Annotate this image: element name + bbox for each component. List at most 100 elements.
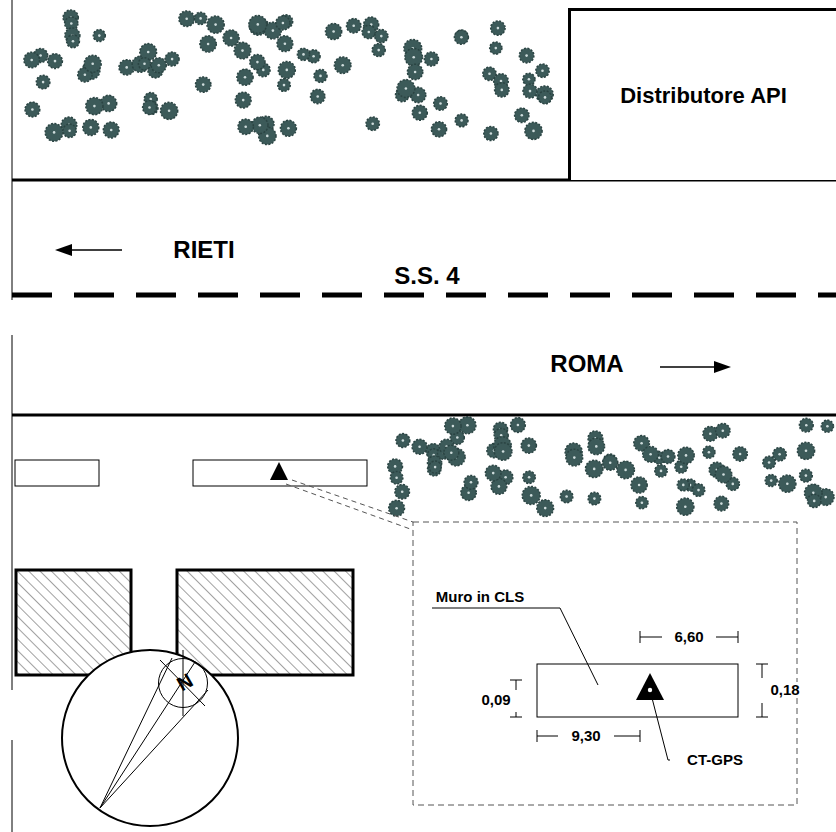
tree xyxy=(678,447,694,463)
tree-center xyxy=(609,461,612,464)
tree xyxy=(434,97,448,111)
wall xyxy=(193,460,367,486)
tree-center xyxy=(377,49,380,52)
tree-center xyxy=(90,126,93,129)
tree xyxy=(714,496,729,511)
tree xyxy=(490,42,502,54)
dimension-line xyxy=(614,736,640,737)
tree-cluster xyxy=(24,10,834,517)
tree-center xyxy=(341,64,344,67)
tree xyxy=(821,420,833,432)
dimension-tick xyxy=(510,717,522,718)
tree xyxy=(511,418,526,433)
tree xyxy=(424,52,438,66)
tree-center xyxy=(658,456,661,459)
tree-center xyxy=(371,122,374,125)
tree-center xyxy=(682,484,685,487)
tree xyxy=(560,490,573,503)
tree-center xyxy=(529,90,532,93)
node-text: N xyxy=(172,670,193,697)
tree-center xyxy=(284,42,287,45)
dimension: 9,30 xyxy=(568,728,603,745)
tree xyxy=(347,19,361,33)
frame-line xyxy=(12,0,13,300)
tree xyxy=(733,447,747,461)
arrowhead xyxy=(55,244,72,256)
tree-center xyxy=(202,83,205,86)
tree-center xyxy=(497,27,500,30)
tree-center xyxy=(595,445,598,448)
tree-center xyxy=(813,500,816,503)
tree-center xyxy=(460,36,463,39)
inset-leader xyxy=(286,484,413,530)
tree-center xyxy=(68,130,71,133)
tree xyxy=(692,484,705,497)
tree-center xyxy=(272,29,275,32)
tree-center xyxy=(395,507,398,510)
tree xyxy=(779,475,796,492)
tree xyxy=(388,459,403,474)
tree xyxy=(277,36,293,52)
direction-arrow xyxy=(660,366,718,368)
tree xyxy=(165,52,179,66)
tree xyxy=(67,35,80,48)
frame-line xyxy=(12,335,13,690)
leader-line xyxy=(652,698,670,760)
dimension-line xyxy=(716,637,738,638)
tree-center xyxy=(53,131,56,134)
tree xyxy=(519,48,534,63)
tree xyxy=(194,12,206,24)
tree xyxy=(297,48,309,60)
tree xyxy=(200,36,216,52)
compass-needle xyxy=(100,690,208,808)
tree xyxy=(63,124,76,137)
tree-center xyxy=(565,495,568,498)
tree xyxy=(207,16,224,33)
tree-center xyxy=(593,497,596,500)
dimension: 6,60 xyxy=(671,629,706,646)
tree-center xyxy=(708,451,711,454)
tree xyxy=(455,114,468,127)
tree xyxy=(677,479,689,491)
dimension-tick xyxy=(537,730,538,742)
dimension-tick xyxy=(510,680,522,681)
tree-center xyxy=(262,69,265,72)
tree-center xyxy=(147,51,150,54)
tree xyxy=(45,123,63,141)
tree-center xyxy=(286,69,289,72)
road-name: S.S. 4 xyxy=(391,263,462,289)
tree-center xyxy=(739,453,742,456)
tree-center xyxy=(770,479,773,482)
tree-center xyxy=(414,71,417,74)
tree xyxy=(536,86,553,103)
tree xyxy=(389,500,405,516)
tree xyxy=(24,52,40,68)
tree xyxy=(631,477,647,493)
tree xyxy=(797,442,814,459)
tree xyxy=(765,475,777,487)
station-box: Distributore API xyxy=(568,8,836,180)
tree xyxy=(280,120,296,136)
tree-center xyxy=(778,453,781,456)
tree xyxy=(495,83,509,97)
tree xyxy=(407,64,422,79)
tree-center xyxy=(722,429,725,432)
tree-center xyxy=(685,454,688,457)
tree xyxy=(405,48,423,66)
tree-center xyxy=(230,37,233,40)
tree-center xyxy=(259,124,262,127)
tree-center xyxy=(649,453,652,456)
tree xyxy=(83,119,99,135)
tree-center xyxy=(39,54,42,57)
tree-center xyxy=(530,494,533,497)
tree-center xyxy=(720,502,723,505)
tree-center xyxy=(439,102,442,105)
tree-center xyxy=(244,76,247,79)
tree xyxy=(334,57,351,74)
tree-center xyxy=(490,132,493,135)
tree xyxy=(588,492,601,505)
tree-center xyxy=(42,81,45,84)
tree xyxy=(716,424,730,438)
tree xyxy=(161,102,178,119)
tree-center xyxy=(380,35,383,38)
